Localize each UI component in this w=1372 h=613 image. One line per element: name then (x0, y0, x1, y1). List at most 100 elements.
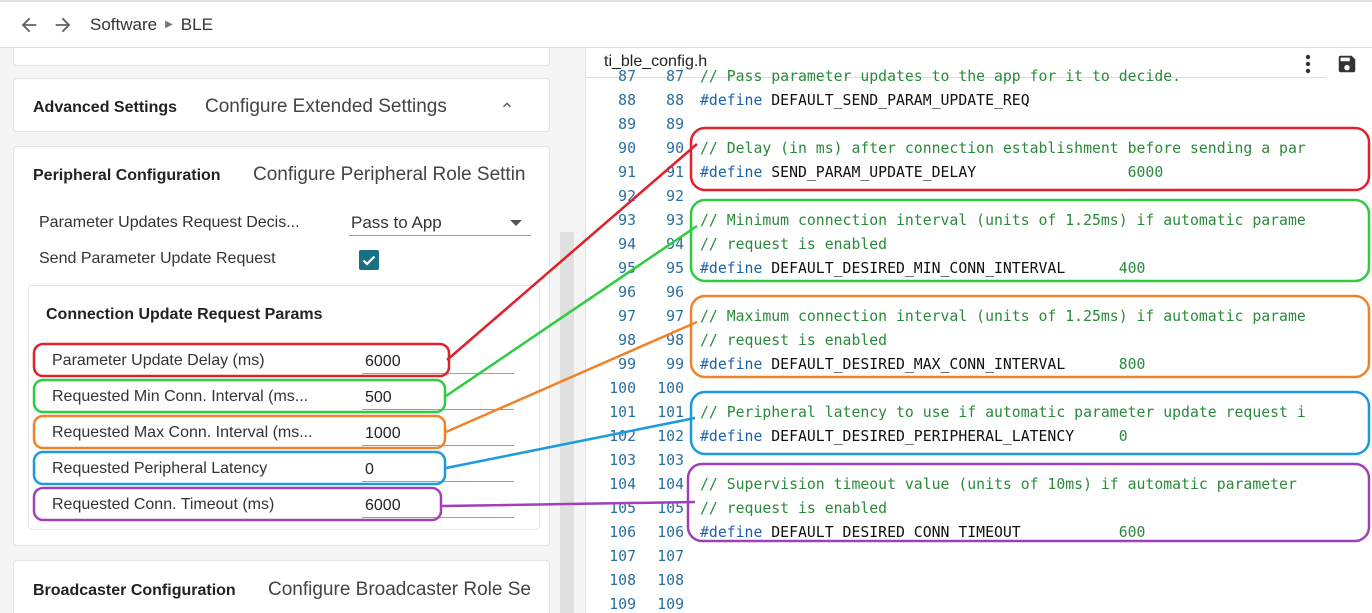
line-number: 100 (657, 380, 684, 397)
code-text: // Supervision timeout value (units of 1… (700, 476, 1297, 493)
peripheral-config-desc: Configure Peripheral Role Settin (253, 164, 526, 185)
code-editor-panel: ti_ble_config.h 87 87 // Pass parameter up… (585, 48, 1372, 613)
min-conn-interval-label: Requested Min Conn. Interval (ms... (52, 388, 309, 405)
line-number: 101 (657, 404, 684, 421)
line-number: 90 (618, 140, 636, 157)
conn-timeout-input[interactable]: 6000 (365, 497, 401, 514)
line-number: 108 (657, 572, 684, 589)
line-number: 95 (666, 260, 684, 277)
line-number: 102 (657, 428, 684, 445)
line-number: 88 (666, 92, 684, 109)
input-underline (362, 409, 514, 410)
line-number: 98 (666, 332, 684, 349)
broadcaster-config-title: Broadcaster Configuration (33, 582, 236, 599)
checkmark-icon (362, 255, 376, 266)
connection-update-params-title: Connection Update Request Params (46, 306, 323, 323)
line-number: 99 (618, 356, 636, 373)
line-number: 92 (618, 188, 636, 205)
peripheral-latency-input[interactable]: 0 (365, 461, 374, 478)
send-param-update-label: Send Parameter Update Request (39, 250, 276, 267)
param-update-request-select[interactable]: Pass to App (351, 213, 442, 232)
code-text: #define DEFAULT_DESIRED_MAX_CONN_INTERVA… (700, 356, 1146, 373)
line-number: 104 (609, 476, 636, 493)
breadcrumb-ble[interactable]: BLE (180, 14, 213, 34)
line-number: 93 (666, 212, 684, 229)
line-number: 103 (657, 452, 684, 469)
previous-card-partial (13, 48, 550, 66)
line-number: 88 (618, 92, 636, 109)
conn-timeout-label: Requested Conn. Timeout (ms) (52, 496, 275, 513)
send-param-update-checkbox[interactable] (359, 250, 379, 270)
code-text: #define DEFAULT_DESIRED_PERIPHERAL_LATEN… (700, 428, 1128, 445)
line-number: 102 (609, 428, 636, 445)
code-text: // request is enabled (700, 236, 888, 253)
code-text: #define DEFAULT_DESIRED_CONN_TIMEOUT 600 (700, 524, 1146, 541)
code-text: // request is enabled (700, 500, 888, 517)
code-text: // Pass parameter updates to the app for… (700, 68, 1182, 85)
line-number: 100 (609, 380, 636, 397)
line-number: 96 (666, 284, 684, 301)
chevron-up-icon[interactable] (499, 97, 515, 113)
line-number: 106 (657, 524, 684, 541)
code-text: // Maximum connection interval (units of… (700, 308, 1306, 325)
line-number: 87 (666, 68, 684, 85)
config-panel: Advanced Settings Configure Extended Set… (0, 48, 560, 613)
max-conn-interval-label: Requested Max Conn. Interval (ms... (52, 424, 313, 441)
arrow-left-icon[interactable] (18, 14, 40, 36)
line-number: 109 (657, 596, 684, 613)
line-number: 98 (618, 332, 636, 349)
breadcrumb-software[interactable]: Software (90, 14, 158, 34)
top-nav-bar: Software ▶ BLE (0, 0, 1372, 48)
line-number: 103 (609, 452, 636, 469)
line-number: 97 (666, 308, 684, 325)
line-number: 107 (609, 548, 636, 565)
code-text: // Peripheral latency to use if automati… (700, 404, 1306, 421)
breadcrumb-separator-icon: ▶ (165, 19, 173, 30)
line-number: 101 (609, 404, 636, 421)
line-number: 91 (666, 164, 684, 181)
tab-divider (586, 77, 1326, 78)
advanced-settings-card[interactable]: Advanced Settings Configure Extended Set… (13, 78, 550, 132)
line-number: 91 (618, 164, 636, 181)
input-underline (362, 517, 514, 518)
line-number: 93 (618, 212, 636, 229)
line-number: 108 (609, 572, 636, 589)
param-update-request-label: Parameter Updates Request Decis... (39, 214, 300, 231)
line-number: 106 (609, 524, 636, 541)
line-number: 87 (618, 68, 636, 85)
file-tab[interactable]: ti_ble_config.h (604, 53, 708, 70)
line-number: 99 (666, 356, 684, 373)
peripheral-config-title: Peripheral Configuration (33, 167, 221, 184)
code-text: #define SEND_PARAM_UPDATE_DELAY 6000 (700, 164, 1164, 181)
line-number: 104 (657, 476, 684, 493)
line-number: 89 (618, 116, 636, 133)
code-text: // request is enabled (700, 332, 888, 349)
max-conn-interval-input[interactable]: 1000 (365, 425, 401, 442)
line-number: 105 (609, 500, 636, 517)
line-number: 97 (618, 308, 636, 325)
peripheral-latency-label: Requested Peripheral Latency (52, 460, 268, 477)
input-underline (362, 373, 514, 374)
code-text: #define DEFAULT_SEND_PARAM_UPDATE_REQ (700, 92, 1030, 109)
line-number: 89 (666, 116, 684, 133)
advanced-settings-desc: Configure Extended Settings (205, 96, 447, 117)
advanced-settings-title: Advanced Settings (33, 99, 178, 116)
broadcaster-configuration-card[interactable]: Broadcaster Configuration Configure Broa… (13, 560, 550, 613)
line-number: 90 (666, 140, 684, 157)
code-text: #define DEFAULT_DESIRED_MIN_CONN_INTERVA… (700, 260, 1146, 277)
broadcaster-config-desc: Configure Broadcaster Role Se (268, 579, 531, 600)
select-underline (349, 235, 531, 236)
input-underline (362, 481, 514, 482)
min-conn-interval-input[interactable]: 500 (365, 389, 392, 406)
line-number: 96 (618, 284, 636, 301)
more-vert-icon[interactable] (1298, 52, 1318, 76)
arrow-right-icon[interactable] (52, 14, 74, 36)
code-text: // Minimum connection interval (units of… (700, 212, 1306, 229)
line-number: 105 (657, 500, 684, 517)
save-icon[interactable] (1336, 53, 1358, 75)
param-update-delay-input[interactable]: 6000 (365, 353, 401, 370)
line-number: 94 (666, 236, 684, 253)
dropdown-arrow-icon[interactable] (509, 218, 523, 228)
input-underline (362, 445, 514, 446)
panel-scrollbar[interactable] (560, 232, 574, 613)
